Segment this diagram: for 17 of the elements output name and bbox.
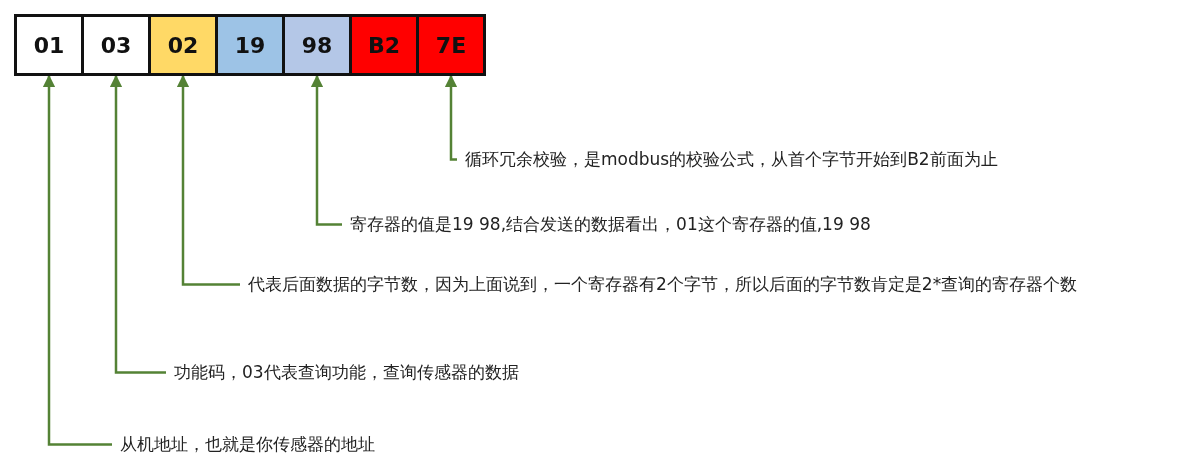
- leader-arrow: [310, 74, 342, 226]
- byte-cell: 98: [282, 14, 352, 76]
- leader-arrow: [444, 74, 458, 161]
- byte-cell: 01: [14, 14, 84, 76]
- byte-cell: 02: [148, 14, 218, 76]
- annotation-text: 从机地址，也就是你传感器的地址: [112, 431, 375, 458]
- annotation-text: 寄存器的值是19 98,结合发送的数据看出，01这个寄存器的值,19 98: [342, 211, 871, 238]
- byte-cell: B2: [349, 14, 419, 76]
- leader-arrow: [109, 74, 166, 374]
- annotation-text: 循环冗余校验，是modbus的校验公式，从首个字节开始到B2前面为止: [457, 146, 998, 173]
- leader-arrow: [176, 74, 240, 286]
- annotation-text: 代表后面数据的字节数，因为上面说到，一个寄存器有2个字节，所以后面的字节数肯定是2*查询的寄存器个数: [240, 271, 1140, 298]
- byte-cell: 7E: [416, 14, 486, 76]
- annotation-text: 功能码，03代表查询功能，查询传感器的数据: [166, 359, 519, 386]
- byte-cell: 19: [215, 14, 285, 76]
- leader-arrow: [42, 74, 112, 446]
- byte-cell: 03: [81, 14, 151, 76]
